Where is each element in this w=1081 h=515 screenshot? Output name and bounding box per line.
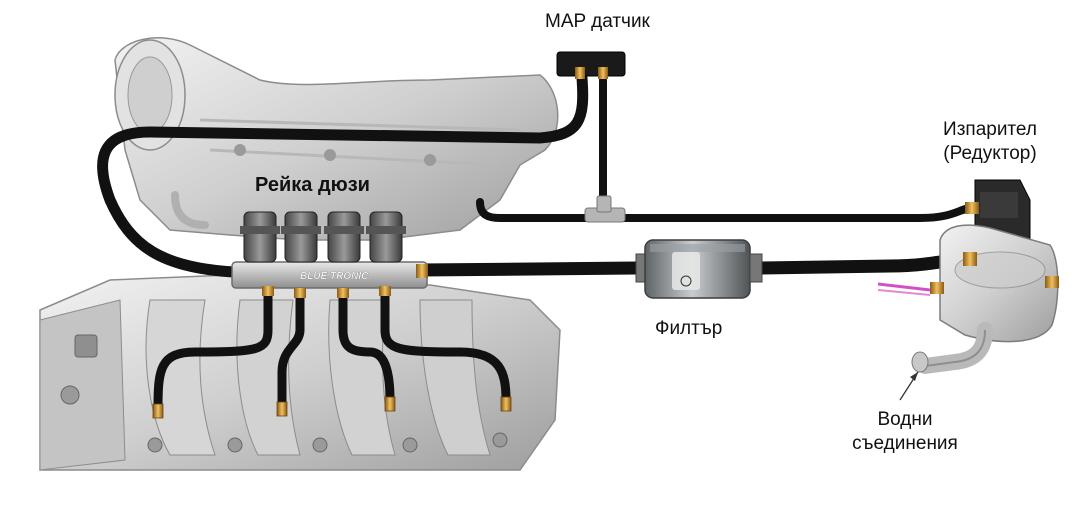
water-callout-arrow <box>899 371 919 401</box>
injector-nozzles <box>152 396 512 419</box>
t-connector <box>584 195 626 223</box>
heater-wire <box>877 282 931 292</box>
vaporizer-label: Изпарител (Редуктор) <box>925 118 1055 166</box>
filter-to-reducer-hose <box>753 251 972 275</box>
nozzle-1 <box>152 403 164 419</box>
rail-brand-text: BLUE TRONIC <box>300 271 369 282</box>
vaporizer-label-line1: Изпарител <box>943 119 1037 140</box>
water-label-line1: Водни <box>877 409 933 430</box>
nozzle-2 <box>276 401 288 417</box>
water-connections-label: Водни съединения <box>830 408 980 456</box>
vacuum-port <box>965 202 979 214</box>
injector-rail: BLUE TRONIC <box>231 211 428 298</box>
nozzle-hose-4 <box>380 287 511 405</box>
vaporizer-reducer <box>877 179 1059 374</box>
map-sensor <box>556 51 626 79</box>
vacuum-line <box>476 198 976 222</box>
water-label-line2: съединения <box>852 433 958 454</box>
nozzle-hose-2 <box>277 290 305 410</box>
gas-inlet-port <box>963 252 977 266</box>
hoses <box>97 72 976 413</box>
map-sensor-hose <box>97 72 589 278</box>
injector-coil-3 <box>324 211 364 263</box>
vaporizer-label-line2: (Редуктор) <box>943 143 1037 164</box>
nozzle-hose-1 <box>153 287 273 413</box>
gas-supply-hose <box>413 261 647 277</box>
injector-coil-4 <box>366 211 406 263</box>
injector-coil-2 <box>281 211 321 263</box>
nozzle-4 <box>500 396 512 412</box>
injector-coil-1 <box>240 211 280 263</box>
map-sensor-label: MAP датчик <box>545 11 650 32</box>
filter-label: Филтър <box>655 318 723 339</box>
injector-rail-label: Рейка дюзи <box>255 174 370 196</box>
gas-outlet-port <box>1045 276 1059 288</box>
nozzle-3 <box>384 396 396 412</box>
nozzle-hose-3 <box>338 290 395 405</box>
gas-filter <box>635 239 763 299</box>
